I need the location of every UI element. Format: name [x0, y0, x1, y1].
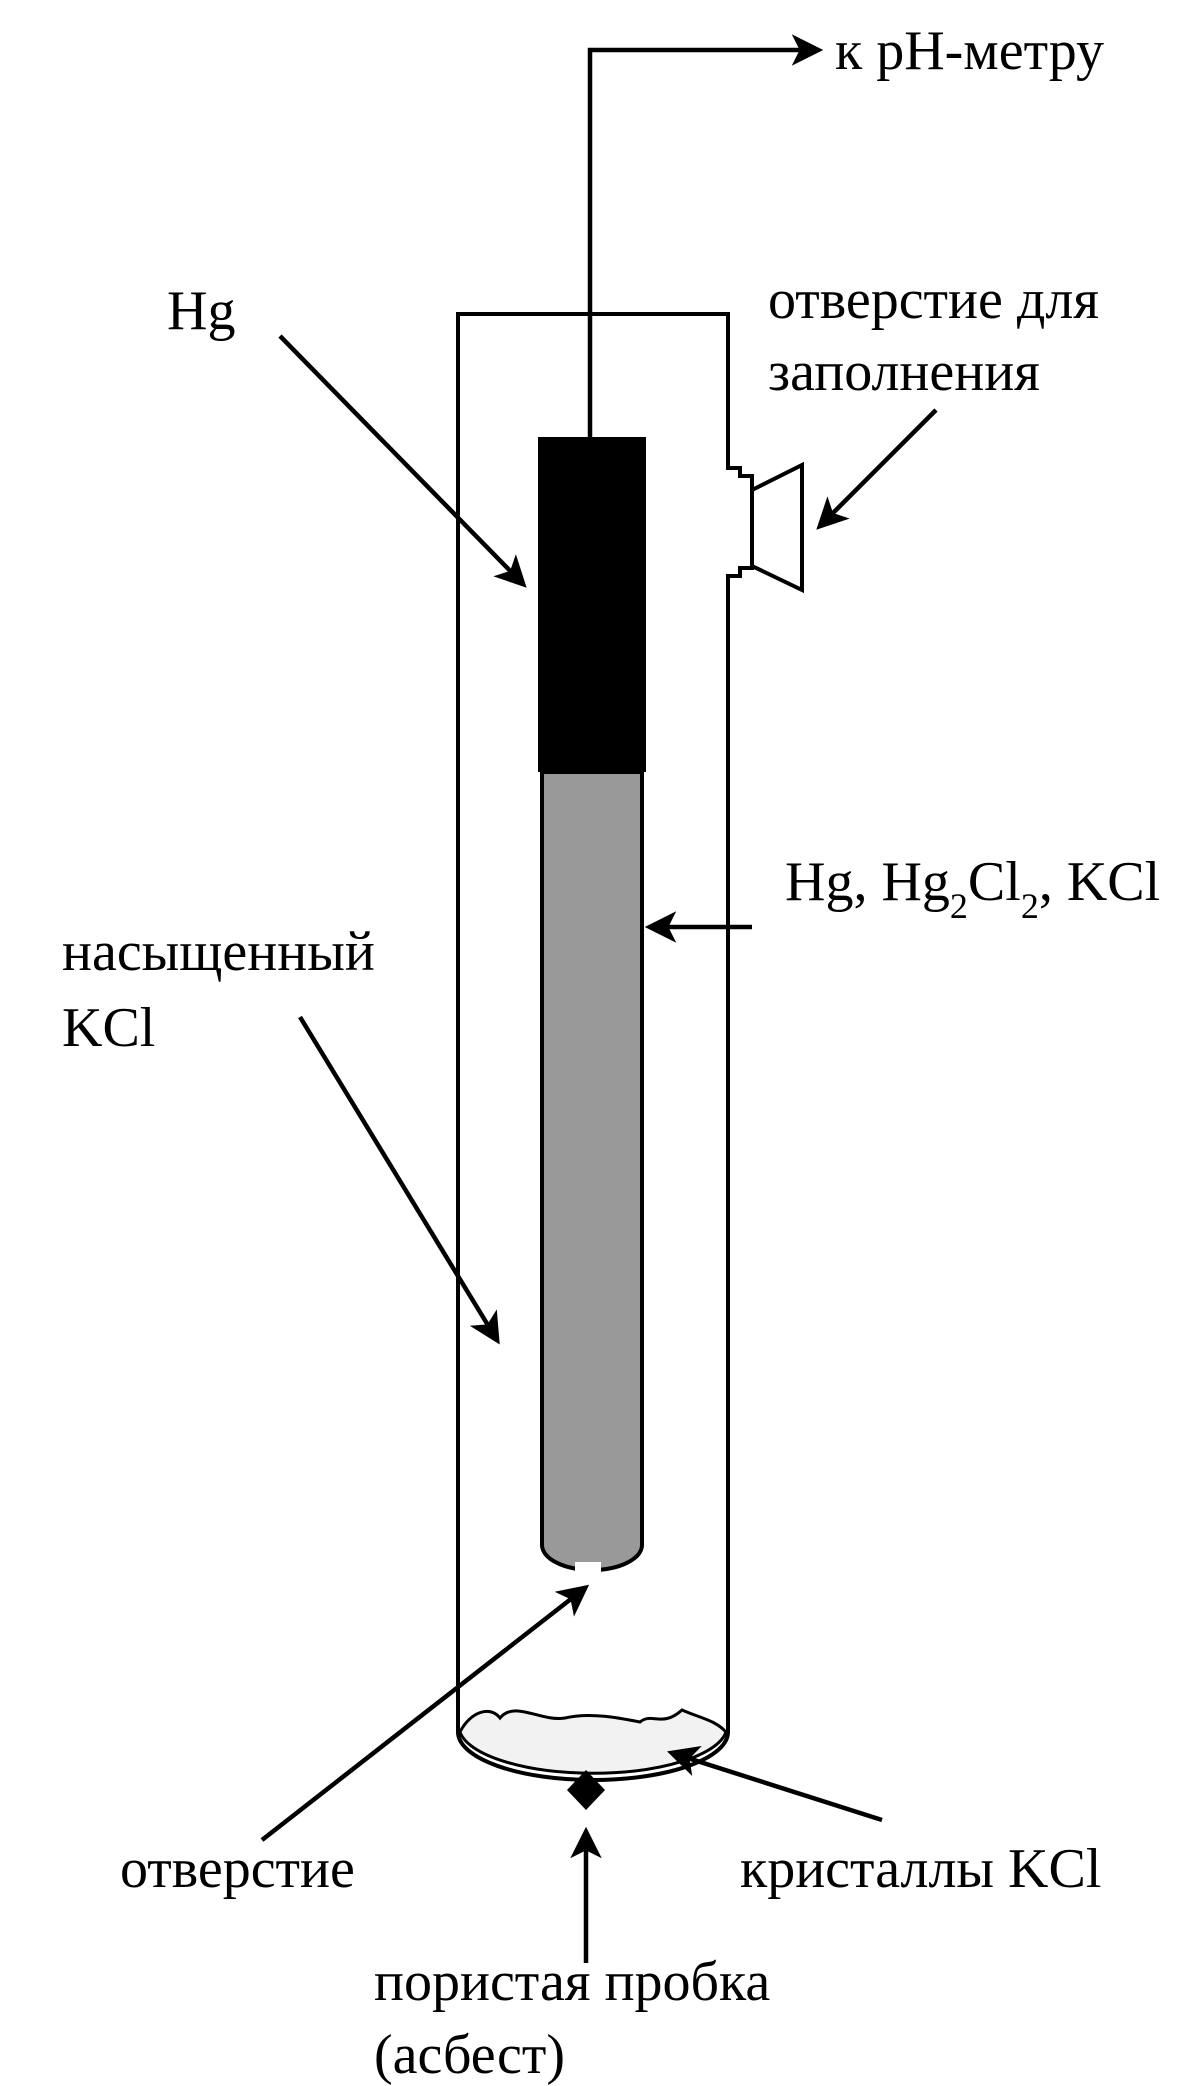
label-to-ph-meter: к pH-метру: [835, 20, 1104, 82]
label-crystals: кристаллы KCl: [740, 1838, 1101, 1900]
label-saturated-2: KCl: [62, 997, 155, 1059]
label-opening: отверстие: [120, 1838, 355, 1900]
label-paste: Hg, Hg2Cl2, KCl: [785, 851, 1160, 926]
label-fill-hole-1: отверстие для: [768, 269, 1099, 331]
arrow-crystals: [666, 1745, 883, 1823]
label-hg: Hg: [167, 280, 235, 342]
lead-wire: [587, 34, 824, 440]
arrow-fill-hole: [816, 408, 938, 530]
inner-tube-opening: [575, 1562, 601, 1574]
arrow-saturated-kcl: [298, 1015, 500, 1345]
arrow-hg: [278, 334, 527, 588]
label-saturated-1: насыщенный: [62, 921, 375, 983]
porous-plug: [567, 1770, 605, 1810]
label-porous-2: (асбест): [374, 2024, 565, 2086]
mercury-column: [538, 437, 646, 772]
arrow-opening: [260, 1584, 590, 1842]
outer-tube: [456, 312, 754, 1782]
label-porous-1: пористая пробка: [374, 1951, 770, 2013]
filling-port-stopper: [751, 461, 804, 594]
label-fill-hole-2: заполнения: [768, 341, 1040, 403]
paste-column: [540, 770, 644, 1572]
kcl-crystals: [458, 1708, 728, 1775]
